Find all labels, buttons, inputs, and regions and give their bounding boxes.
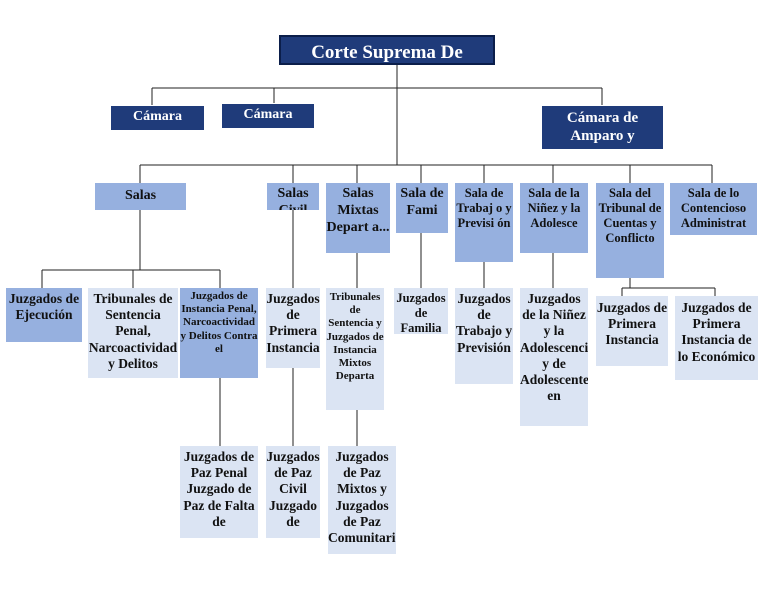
juzgados-ejecucion-label: Juzgados de Ejecución (8, 291, 80, 323)
sala-ninez-label: Sala de la Niñez y la Adolesce (527, 186, 581, 230)
juzgados-primera-instancia-civil-box: Juzgados de Primera Instancia (266, 288, 320, 368)
camara-2-label: Cámara (243, 107, 293, 122)
juzgados-paz-penal-label: Juzgados de Paz Penal Juzgado de Paz de … (183, 449, 255, 529)
juzgados-primera-instancia-economico-label: Juzgados de Primera Instancia de lo Econ… (677, 300, 756, 364)
juzgados-familia-box: Juzgados de Familia (394, 288, 448, 334)
tribunales-sentencia-penal-box: Tribunales de Sentencia Penal, Narcoacti… (88, 288, 178, 378)
sala-contencioso-label: Sala de lo Contencioso Administrat (680, 186, 747, 230)
juzgados-instancia-penal-label: Juzgados de Instancia Penal, Narcoactivi… (180, 290, 258, 355)
juzgados-paz-mixtos-label: Juzgados de Paz Mixtos y Juzgados de Paz… (328, 449, 396, 545)
salas-box: Salas (95, 183, 186, 210)
sala-ninez-box: Sala de la Niñez y la Adolesce (520, 183, 588, 253)
juzgados-paz-civil-box: Juzgados de Paz Civil Juzgado de (266, 446, 320, 538)
sala-tribunal-cuentas-box: Sala del Tribunal de Cuentas y Conflicto (596, 183, 664, 278)
juzgados-primera-instancia-label: Juzgados de Primera Instancia (596, 300, 668, 348)
root-corte-suprema: Corte Suprema De (279, 35, 495, 65)
sala-contencioso-box: Sala de lo Contencioso Administrat (670, 183, 757, 235)
camara-box-1: Cámara (111, 106, 204, 130)
salas-label: Salas (124, 188, 157, 203)
camara-amparo-box: Cámara de Amparo y (542, 106, 663, 149)
salas-civil-box: Salas Civil (267, 183, 319, 210)
tribunales-sentencia-mixtos-label: Tribunales de Sentencia y Juzgados de In… (326, 291, 384, 383)
juzgados-ninez-box: Juzgados de la Niñez y la Adolescencia y… (520, 288, 588, 426)
sala-tribunal-cuentas-label: Sala del Tribunal de Cuentas y Conflicto (598, 186, 662, 245)
juzgados-primera-instancia-economico-box: Juzgados de Primera Instancia de lo Econ… (675, 296, 758, 380)
camara-amparo-label: Cámara de Amparo y (566, 110, 639, 144)
juzgados-paz-civil-label: Juzgados de Paz Civil Juzgado de (266, 449, 320, 529)
juzgados-primera-instancia-box: Juzgados de Primera Instancia (596, 296, 668, 366)
sala-trabajo-label: Sala de Trabaj o y Previsi ón (456, 186, 512, 230)
root-label: Corte Suprema De (311, 42, 463, 63)
juzgados-trabajo-box: Juzgados de Trabajo y Previsión (455, 288, 513, 384)
salas-civil-label: Salas Civil (277, 186, 309, 210)
juzgados-trabajo-label: Juzgados de Trabajo y Previsión (455, 291, 513, 355)
juzgados-primera-instancia-civil-label: Juzgados de Primera Instancia (266, 291, 320, 355)
juzgados-paz-penal-box: Juzgados de Paz Penal Juzgado de Paz de … (180, 446, 258, 538)
juzgados-ninez-label: Juzgados de la Niñez y la Adolescencia y… (520, 291, 588, 404)
juzgados-instancia-penal-box: Juzgados de Instancia Penal, Narcoactivi… (180, 288, 258, 378)
tribunales-sentencia-penal-label: Tribunales de Sentencia Penal, Narcoacti… (88, 291, 178, 371)
salas-mixtas-label: Salas Mixtas Depart a... (326, 186, 390, 235)
juzgados-paz-mixtos-box: Juzgados de Paz Mixtos y Juzgados de Paz… (328, 446, 396, 554)
salas-mixtas-box: Salas Mixtas Depart a... (326, 183, 390, 253)
camara-1-label: Cámara (133, 109, 182, 124)
juzgados-familia-label: Juzgados de Familia (396, 291, 446, 334)
juzgados-ejecucion-box: Juzgados de Ejecución (6, 288, 82, 342)
camara-box-2: Cámara (222, 104, 314, 128)
tribunales-sentencia-mixtos-box: Tribunales de Sentencia y Juzgados de In… (326, 288, 384, 410)
sala-trabajo-box: Sala de Trabaj o y Previsi ón (455, 183, 513, 262)
sala-familia-box: Sala de Fami (396, 183, 448, 233)
sala-familia-label: Sala de Fami (400, 186, 444, 218)
